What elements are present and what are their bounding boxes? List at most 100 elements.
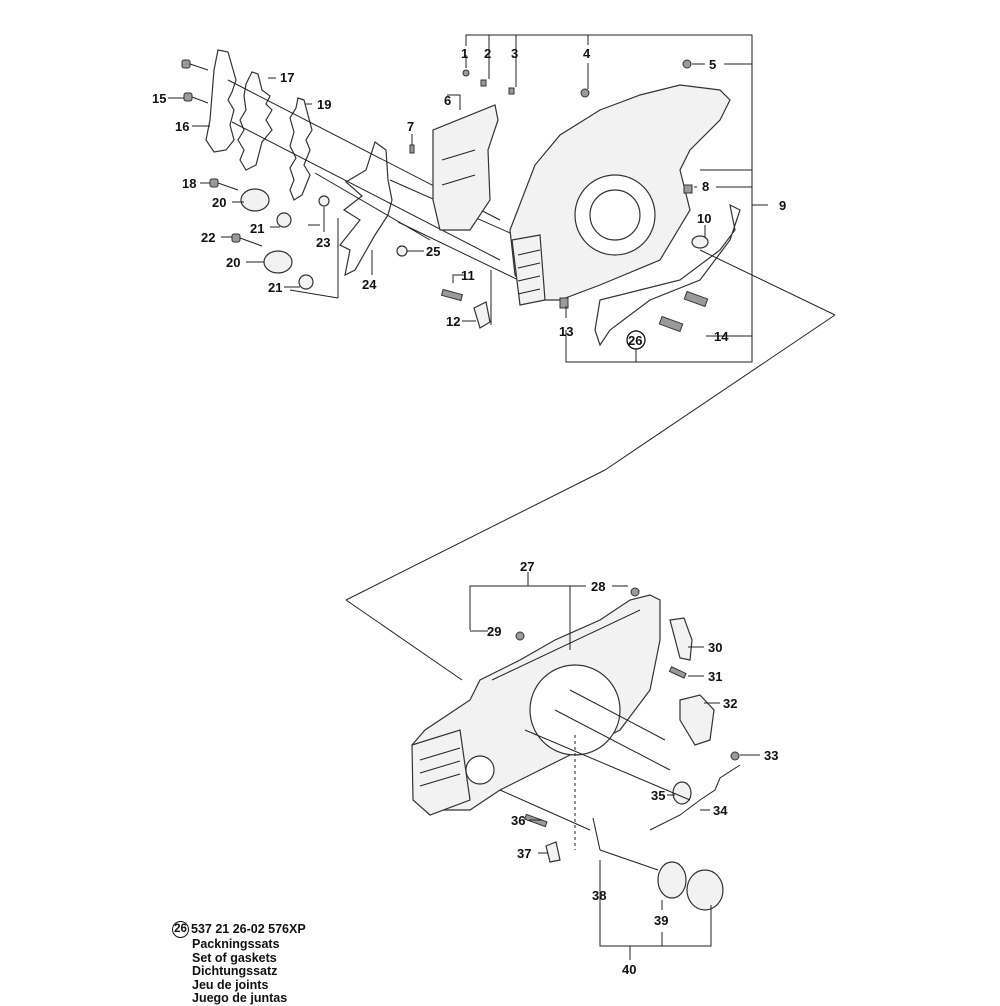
callout-12[interactable]: 12	[446, 314, 460, 329]
bolt-11	[440, 288, 464, 302]
pin-3	[508, 87, 515, 95]
legend-ref-circle: 26	[172, 921, 189, 938]
screw-28	[630, 587, 640, 597]
buffer-20b	[263, 250, 293, 274]
bar-34	[649, 764, 741, 831]
callout-23[interactable]: 23	[316, 235, 330, 250]
nut-25	[396, 245, 408, 257]
plate-24	[339, 141, 393, 277]
pin-13	[559, 297, 569, 309]
callout-4[interactable]: 4	[583, 46, 591, 61]
screw-31	[668, 666, 687, 679]
legend-name-en: Set of gaskets	[192, 950, 277, 965]
washer-21b	[298, 274, 314, 290]
callout-18[interactable]: 18	[182, 176, 196, 191]
lower-leaders	[469, 572, 760, 960]
callout-27[interactable]: 27	[520, 559, 534, 574]
spring-30	[669, 617, 693, 661]
cap-40	[686, 869, 724, 911]
callout-31[interactable]: 31	[708, 669, 722, 684]
screw-top-shank	[189, 63, 209, 71]
callout-37[interactable]: 37	[517, 846, 531, 861]
upper-crankcase	[440, 59, 741, 347]
screw-18-shank	[217, 182, 239, 191]
bolt-14a	[683, 290, 709, 308]
screw-7	[409, 144, 415, 154]
washer-21a	[276, 212, 292, 228]
callout-20a[interactable]: 20	[212, 195, 226, 210]
screw-4	[580, 88, 590, 98]
callout-38[interactable]: 38	[592, 888, 606, 903]
bolt-14b	[658, 315, 684, 333]
callout-24[interactable]: 24	[362, 277, 377, 292]
callout-6[interactable]: 6	[444, 93, 451, 108]
callout-33[interactable]: 33	[764, 748, 778, 763]
callout-5[interactable]: 5	[709, 57, 716, 72]
callout-32[interactable]: 32	[723, 696, 737, 711]
pin-2	[480, 79, 487, 87]
callout-34[interactable]: 34	[713, 803, 728, 818]
callout-19[interactable]: 19	[317, 97, 331, 112]
plate-16	[205, 49, 237, 153]
screw-22	[231, 233, 241, 243]
legend-name-fr: Jeu de joints	[192, 977, 269, 992]
callout-9[interactable]: 9	[779, 198, 786, 213]
callout-40[interactable]: 40	[622, 962, 636, 977]
screw-15-shank	[191, 96, 209, 104]
seal-35	[672, 781, 692, 805]
callout-26[interactable]: 26	[628, 333, 642, 348]
callout-14[interactable]: 14	[714, 329, 729, 344]
callout-22[interactable]: 22	[201, 230, 215, 245]
guard-32	[679, 694, 715, 746]
callout-20b[interactable]: 20	[226, 255, 240, 270]
callout-39[interactable]: 39	[654, 913, 668, 928]
callout-30[interactable]: 30	[708, 640, 722, 655]
legend-name-es: Juego de juntas	[192, 991, 288, 1006]
callout-28[interactable]: 28	[591, 579, 605, 594]
callout-3[interactable]: 3	[511, 46, 518, 61]
callout-21a[interactable]: 21	[250, 221, 264, 236]
callout-8[interactable]: 8	[702, 179, 709, 194]
screw-22-shank	[239, 237, 263, 247]
chain-guard-plate-6	[432, 104, 499, 231]
seal-39	[657, 861, 687, 899]
callout-1[interactable]: 1	[461, 46, 468, 61]
plate-19	[289, 97, 313, 201]
callout-10[interactable]: 10	[697, 211, 711, 226]
callout-21b[interactable]: 21	[268, 280, 282, 295]
nut-1	[462, 69, 470, 77]
callout-13[interactable]: 13	[559, 324, 573, 339]
callout-26-circled[interactable]: 26	[626, 330, 646, 350]
plug-10	[691, 235, 709, 249]
callout-29[interactable]: 29	[487, 624, 501, 639]
gasket-26	[594, 203, 741, 347]
legend-name-de: Dichtungssatz	[192, 964, 278, 979]
screw-top	[181, 59, 191, 69]
screw-5	[682, 59, 692, 69]
legend-name-sv: Packningssats	[192, 937, 280, 951]
screw-18	[209, 178, 219, 188]
callout-25[interactable]: 25	[426, 244, 440, 259]
callout-17[interactable]: 17	[280, 70, 294, 85]
callout-16[interactable]: 16	[175, 119, 189, 134]
lower-crankcase	[411, 587, 741, 911]
callout-11[interactable]: 11	[461, 268, 475, 283]
callout-7[interactable]: 7	[407, 119, 414, 134]
upper-leaders	[168, 34, 768, 363]
screw-33	[730, 751, 740, 761]
callout-2[interactable]: 2	[484, 46, 491, 61]
legend-part-number: 537 21 26-02 576XP	[191, 921, 306, 936]
filter-38	[592, 817, 601, 851]
callout-35[interactable]: 35	[651, 788, 665, 803]
callout-36[interactable]: 36	[511, 813, 525, 828]
callout-15[interactable]: 15	[152, 91, 166, 106]
nut-23	[318, 195, 330, 207]
clip-12	[473, 301, 491, 329]
screw-29	[515, 631, 525, 641]
callout-labels: 1 2 3 4 5 6 7 8 9 10 11 12 13 14 15 16 1…	[152, 46, 786, 977]
valve-37	[545, 841, 561, 863]
pin-8	[683, 184, 693, 194]
